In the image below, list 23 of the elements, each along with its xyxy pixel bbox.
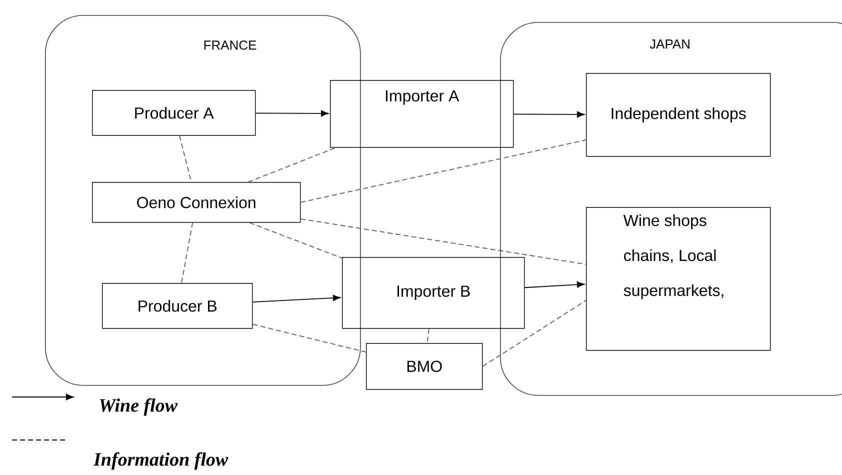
- actor-box: Wine shops chains, Local supermarkets,: [586, 207, 771, 351]
- actor-box: Producer A: [92, 90, 256, 136]
- information-line: [179, 135, 192, 182]
- actor-box: Independent shops: [586, 73, 771, 157]
- wine-flow-arrow: [524, 281, 585, 288]
- actor-box: Producer B: [102, 283, 253, 329]
- information-line: [249, 222, 342, 258]
- actor-box: BMO: [366, 343, 483, 390]
- information-line: [252, 324, 366, 353]
- information-line: [181, 222, 194, 284]
- wine-flow-arrow: [255, 110, 329, 117]
- information-line: [426, 328, 430, 344]
- wine-flow-arrow: [252, 294, 341, 302]
- legend-label: Wine flow: [100, 398, 178, 416]
- actor-box: Importer A: [330, 80, 514, 148]
- wine-flow-arrow: [513, 111, 585, 118]
- information-line: [300, 140, 586, 203]
- legend-label: Information flow: [93, 452, 228, 470]
- actor-box: Importer B: [342, 257, 525, 329]
- information-line: [300, 218, 586, 265]
- actor-box: Oeno Connexion: [92, 182, 301, 223]
- information-line: [482, 300, 586, 367]
- information-line: [248, 147, 336, 182]
